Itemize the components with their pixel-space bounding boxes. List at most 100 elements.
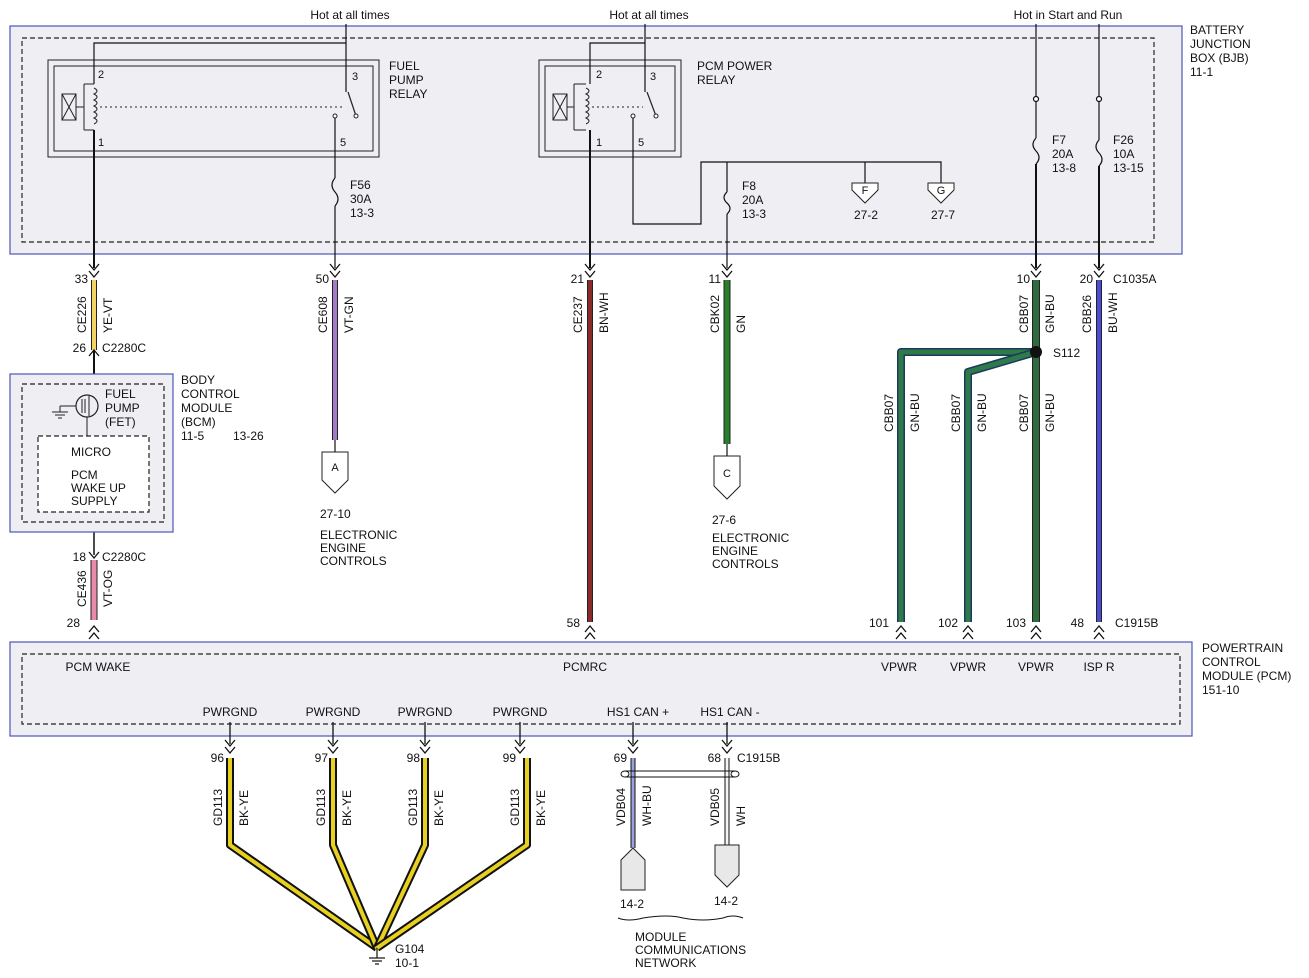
- offpage-letter: A: [331, 462, 339, 474]
- pin-number: 97: [315, 751, 329, 765]
- wire-color: BK-YE: [340, 790, 354, 826]
- wire-color: BU-WH: [1106, 292, 1120, 333]
- wire-color: GN-BU: [1043, 294, 1057, 333]
- wire-circuit: VDB05: [708, 788, 722, 826]
- network-label: NETWORK: [635, 956, 696, 970]
- can-wires: [617, 758, 744, 921]
- wake-label: PCM: [71, 468, 98, 482]
- pcm-pin-label: PCM WAKE: [66, 660, 131, 674]
- relay-name: PUMP: [389, 73, 424, 87]
- bjb-internal-wiring: [93, 24, 1103, 268]
- pcm-name: POWERTRAIN: [1202, 641, 1283, 655]
- fuse-f8: F8 20A 13-3: [723, 179, 766, 221]
- fuse-label: F56: [350, 178, 371, 192]
- connector-label: C1035A: [1113, 272, 1156, 286]
- pcm-pin-label: VPWR: [1018, 660, 1054, 674]
- pcm-name: MODULE (PCM): [1202, 669, 1291, 683]
- wire-circuit: GD113: [314, 789, 328, 826]
- eec-label: ENGINE: [320, 541, 366, 555]
- pin-number: 69: [614, 751, 628, 765]
- pcm-name: CONTROL: [1202, 655, 1261, 669]
- splice-label: S112: [1053, 346, 1080, 360]
- wire-circuit: CBB07: [882, 394, 896, 432]
- bjb-ref: 11-1: [1190, 65, 1213, 79]
- connector-arrows-bjb: [88, 263, 1105, 640]
- ground-wire-labels: GD113 BK-YE GD113 BK-YE GD113 BK-YE GD11…: [211, 789, 548, 826]
- fuse-label: 13-3: [742, 207, 766, 221]
- pcm-pin-label: PWRGND: [306, 705, 361, 719]
- eec-label: ELECTRONIC: [320, 528, 398, 542]
- pin-number: 20: [1080, 272, 1094, 286]
- can-wire-labels: VDB04 WH-BU VDB05 WH: [614, 785, 748, 826]
- pin-number: 50: [316, 272, 330, 286]
- wire-circuit: CBB07: [1017, 295, 1031, 333]
- eec-label: ELECTRONIC: [712, 531, 790, 545]
- connector-label: C2280C: [102, 341, 146, 355]
- pin-number: 98: [407, 751, 421, 765]
- wire-color: BK-YE: [237, 790, 251, 826]
- fuse-label: F8: [742, 179, 756, 193]
- pin-number: 11: [709, 272, 722, 286]
- battery-junction-box: BATTERY JUNCTION BOX (BJB) 11-1: [9, 23, 1251, 255]
- fuel-pump-relay: 2 1 3 5 FUEL PUMP RELAY: [47, 59, 427, 158]
- offpage-letter: F: [862, 185, 869, 197]
- pin-number: 33: [75, 272, 89, 286]
- offpage-letter: G: [937, 185, 946, 197]
- pcm-pin-label: PWRGND: [203, 705, 258, 719]
- fuse-label: 13-15: [1113, 161, 1144, 175]
- wake-label: SUPPLY: [71, 494, 117, 508]
- wire-circuit: CE226: [75, 296, 89, 333]
- wire-circuit: CBB07: [1017, 394, 1031, 432]
- wire-labels: CE226 YE-VT CE608 VT-GN CE237 BN-WH CBK0…: [75, 292, 1120, 607]
- pcm-pin-label: VPWR: [950, 660, 986, 674]
- relay-pin: 1: [98, 137, 104, 149]
- bcm-ref: 11-5: [181, 429, 204, 443]
- micro-label: MICRO: [71, 445, 111, 459]
- fuse-label: 20A: [742, 193, 763, 207]
- network-ref: 14-2: [620, 897, 644, 911]
- wake-label: WAKE UP: [71, 481, 126, 495]
- wire-color: WH: [734, 806, 748, 826]
- bcm-name: MODULE: [181, 401, 232, 415]
- wire-color: GN: [734, 315, 748, 333]
- pin-number: 28: [67, 616, 81, 630]
- wire-circuit: GD113: [508, 789, 522, 826]
- pcm-pin-label: PWRGND: [398, 705, 453, 719]
- relay-pin: 5: [340, 137, 346, 149]
- eec-ref: 27-6: [712, 513, 736, 527]
- fuse-label: F26: [1113, 133, 1134, 147]
- relay-name: PCM POWER: [697, 59, 773, 73]
- pin-number: 96: [211, 751, 225, 765]
- wire-circuit: CE436: [75, 570, 89, 607]
- powertrain-control-module: POWERTRAIN CONTROL MODULE (PCM) 151-10 P…: [9, 641, 1291, 737]
- wire-color: WH-BU: [640, 785, 654, 826]
- relay-pin: 2: [596, 69, 602, 81]
- bjb-name: BOX (BJB): [1190, 51, 1249, 65]
- fuse-label: F7: [1052, 133, 1066, 147]
- wire-circuit: CBK02: [708, 295, 722, 333]
- pcm-pin-label: ISP R: [1083, 660, 1114, 674]
- pin-number: 68: [708, 751, 722, 765]
- pcm-pin-label: PCMRC: [563, 660, 607, 674]
- power-source-label: Hot in Start and Run: [1014, 8, 1123, 22]
- wire-circuit: CBB26: [1080, 295, 1094, 333]
- ground-ref: 10-1: [395, 956, 419, 970]
- relay-pin: 3: [352, 71, 358, 83]
- offpage-ref: 27-7: [931, 208, 955, 222]
- eec-label: CONTROLS: [320, 554, 387, 568]
- relay-pin: 3: [650, 71, 656, 83]
- wire-circuit: CBB07: [949, 394, 963, 432]
- wire-color: GN-BU: [975, 393, 989, 432]
- pcm-bottom-stubs: [224, 722, 733, 755]
- ground-label: G104: [395, 942, 425, 956]
- network-label: COMMUNICATIONS: [635, 943, 746, 957]
- ground-wires: [226, 758, 531, 965]
- wire-circuit: CE237: [571, 296, 585, 333]
- relay-name: RELAY: [697, 73, 735, 87]
- wire-color: VT-OG: [101, 570, 115, 607]
- bjb-name: BATTERY: [1190, 23, 1244, 37]
- pin-number: 10: [1017, 272, 1031, 286]
- pin-number: 103: [1006, 616, 1026, 630]
- eec-ref: 27-10: [320, 507, 351, 521]
- fuse-label: 20A: [1052, 147, 1073, 161]
